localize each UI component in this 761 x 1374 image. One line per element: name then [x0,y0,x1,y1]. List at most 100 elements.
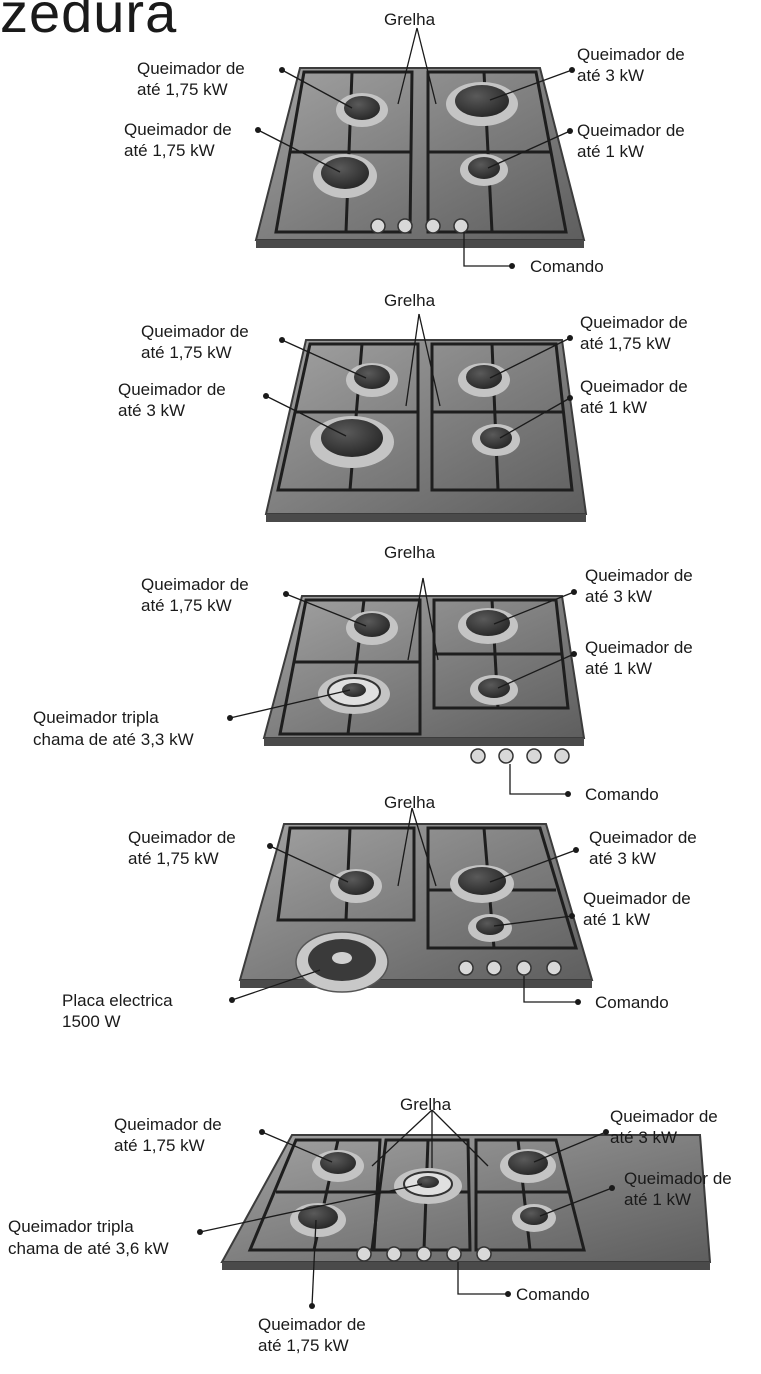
label-burner-line1: Queimador de [577,45,685,64]
label-burner-line2: chama de até 3,6 kW [8,1239,169,1258]
label-burner-line1: Queimador tripla [33,708,159,727]
label-burner-line2: até 3 kW [577,66,644,85]
label-burner-line1: Queimador de [128,828,236,847]
label-burner-line2: até 3 kW [585,587,652,606]
burner-1kw [460,154,508,186]
burner-1-75kw [458,363,510,397]
control-knobs [458,960,562,976]
burner-1kw [472,424,520,456]
cooktop-front-edge [256,240,584,248]
cooktop-panel-3: Grelha Queimador de até 1,75 kW Queimado… [33,543,693,804]
leader-dots [255,67,575,269]
cooktop-panel-2: Grelha Queimador de até 1,75 kW Queimado… [118,291,688,522]
burner-3kw [450,865,514,903]
electric-hotplate [295,931,389,993]
label-burner-line1: Queimador de [141,575,249,594]
label-burner-line1: Queimador de [124,120,232,139]
label-hotplate-line1: Placa electrica [62,991,173,1010]
burner-1kw [468,914,512,942]
label-hotplate-line2: 1500 W [62,1012,121,1031]
control-knobs [470,748,570,764]
label-burner-line2: até 1 kW [583,910,650,929]
leader-lines [199,1109,613,1307]
label-burner-line1: Queimador tripla [8,1217,134,1236]
burner-1kw [512,1204,556,1232]
label-burner-line1: Queimador de [258,1315,366,1334]
burner-3kw [500,1149,556,1183]
label-burner-line2: até 1 kW [580,398,647,417]
cooktop-front-edge [264,738,584,746]
label-comando: Comando [530,257,604,276]
label-burner-line2: até 3 kW [610,1128,677,1147]
label-burner-line2: até 1,75 kW [137,80,228,99]
label-burner-line1: Queimador de [624,1169,732,1188]
leader-dots [227,589,577,797]
label-burner-line2: até 1,75 kW [258,1336,349,1355]
label-burner-line1: Queimador de [589,828,697,847]
label-burner-line2: até 3 kW [589,849,656,868]
control-knobs [370,218,469,234]
label-burner-line1: Queimador de [580,313,688,332]
leader-dots [197,1129,615,1309]
label-burner-line1: Queimador de [577,121,685,140]
label-burner-line1: Queimador de [585,638,693,657]
label-grelha: Grelha [384,291,436,310]
leader-lines [231,807,578,1003]
leader-dots [229,843,581,1005]
label-burner-line2: até 1,75 kW [580,334,671,353]
label-grelha: Grelha [384,10,436,29]
leader-lines [257,27,573,267]
label-grelha: Grelha [384,543,436,562]
label-burner-line2: chama de até 3,3 kW [33,730,194,749]
leader-lines [229,577,575,795]
label-burner-line1: Queimador de [580,377,688,396]
page-title: zedura [0,0,178,44]
label-burner-line1: Queimador de [583,889,691,908]
cooktop-panel-5: Grelha Queimador de até 1,75 kW Queimado… [8,1095,732,1355]
burner-1-75kw [346,363,398,397]
label-burner-line2: até 1 kW [624,1190,691,1209]
label-burner-line2: até 1,75 kW [141,596,232,615]
cooktop-front-edge [222,1262,710,1270]
label-grelha: Grelha [384,793,436,812]
label-burner-line2: até 1 kW [577,142,644,161]
control-knobs [356,1246,492,1262]
label-burner-line2: até 1,75 kW [128,849,219,868]
label-burner-line1: Queimador de [137,59,245,78]
label-burner-line2: até 1 kW [585,659,652,678]
burner-1kw [470,675,518,705]
leader-lines [265,313,571,439]
burner-3kw [446,82,518,126]
burner-3kw [458,608,518,644]
cooktop-front-edge [240,980,592,988]
label-comando: Comando [516,1285,590,1304]
cooktop-plate [238,823,594,981]
burner-triple-flame [318,674,390,714]
cooktop-panel-4: Grelha Queimador de até 1,75 kW Placa el… [62,793,697,1031]
burner-1-75kw-front [290,1203,346,1237]
label-comando: Comando [595,993,669,1012]
label-burner-line1: Queimador de [114,1115,222,1134]
label-burner-line2: até 3 kW [118,401,185,420]
burner-1-75kw [346,611,398,645]
label-burner-line2: até 1,75 kW [114,1136,205,1155]
burner-1-75kw [330,869,382,903]
cooktop-panel-1: Grelha Queimador de até 1,75 kW Queimado… [124,10,685,276]
cooktop-plate [262,595,586,739]
label-grelha: Grelha [400,1095,452,1114]
label-burner-line1: Queimador de [118,380,226,399]
cooktop-plate [264,339,588,515]
label-burner-line1: Queimador de [610,1107,718,1126]
burner-triple-flame [394,1168,462,1204]
label-burner-line2: até 1,75 kW [141,343,232,362]
burner-1-75kw-front [313,154,377,198]
label-burner-line1: Queimador de [141,322,249,341]
label-burner-line2: até 1,75 kW [124,141,215,160]
label-burner-line1: Queimador de [585,566,693,585]
leader-dots [263,335,573,401]
burner-1-75kw [336,93,388,127]
cooktop-front-edge [266,514,586,522]
label-comando: Comando [585,785,659,804]
burner-1-75kw [312,1150,364,1182]
